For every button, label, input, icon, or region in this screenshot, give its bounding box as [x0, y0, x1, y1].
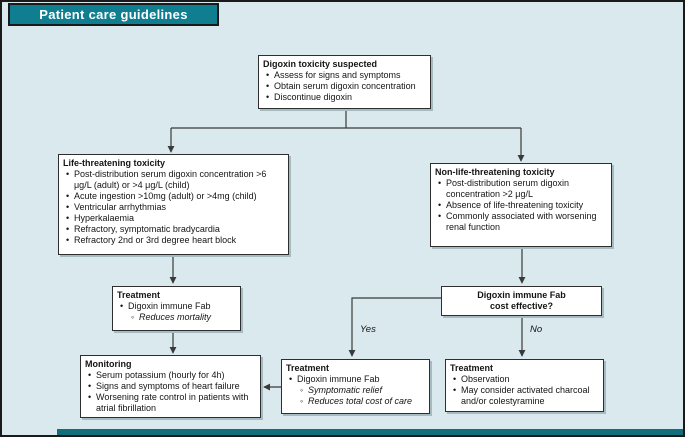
bullet-item: Refractory, symptomatic bradycardia: [66, 224, 284, 235]
node-title: Life-threatening toxicity: [63, 158, 166, 168]
node-bullet-list: Post-distribution serum digoxin concentr…: [63, 169, 284, 246]
bullet-item: Serum potassium (hourly for 4h): [88, 370, 256, 381]
bullet-item: Worsening rate control in patients with …: [88, 392, 256, 414]
branch-label-yes: Yes: [360, 324, 376, 335]
node-title: Treatment: [117, 290, 161, 300]
node-title: Treatment: [450, 363, 494, 373]
node-bullet-list: Serum potassium (hourly for 4h)Signs and…: [85, 370, 256, 414]
decision-line-2: cost effective?: [489, 301, 554, 311]
sub-bullet-item: Reduces total cost of care: [300, 396, 425, 407]
node-title: Treatment: [286, 363, 330, 373]
node-digoxin-toxicity-suspected: Digoxin toxicity suspected Assess for si…: [258, 55, 431, 109]
node-life-threatening-toxicity: Life-threatening toxicity Post-distribut…: [58, 154, 289, 255]
node-title: Monitoring: [85, 359, 132, 369]
bullet-item: Observation: [453, 374, 599, 385]
node-title: Non-life-threatening toxicity: [435, 167, 555, 177]
figure-header-band: Patient care guidelines: [8, 3, 219, 26]
bullet-item: Hyperkalaemia: [66, 213, 284, 224]
bullet-item: Assess for signs and symptoms: [266, 70, 426, 81]
bullet-item: Acute ingestion >10mg (adult) or >4mg (c…: [66, 191, 284, 202]
bullet-item: May consider activated charcoal and/or c…: [453, 385, 599, 407]
node-bullet-list: Assess for signs and symptomsObtain seru…: [263, 70, 426, 103]
bullet-item: Post-distribution serum digoxin concentr…: [66, 169, 284, 191]
figure-title: Patient care guidelines: [39, 7, 188, 22]
bullet-item: Refractory 2nd or 3rd degree heart block: [66, 235, 284, 246]
node-bullet-list: ObservationMay consider activated charco…: [450, 374, 599, 407]
bullet-item: Discontinue digoxin: [266, 92, 426, 103]
node-treatment-life-threatening: Treatment Digoxin immune FabReduces mort…: [112, 286, 241, 331]
figure-bottom-band: [57, 429, 683, 435]
branch-label-no: No: [530, 324, 543, 335]
sub-bullet-item: Reduces mortality: [131, 312, 236, 323]
bullet-item: Commonly associated with worsening renal…: [438, 211, 607, 233]
bullet-item: Absence of life-threatening toxicity: [438, 200, 607, 211]
bullet-item: Digoxin immune Fab: [289, 374, 425, 385]
bullet-item: Digoxin immune Fab: [120, 301, 236, 312]
node-bullet-list: Post-distribution serum digoxin concentr…: [435, 178, 607, 233]
node-non-life-threatening-toxicity: Non-life-threatening toxicity Post-distr…: [430, 163, 612, 247]
connector-yes-branch: [348, 297, 441, 357]
bullet-item: Obtain serum digoxin concentration: [266, 81, 426, 92]
bullet-item: Signs and symptoms of heart failure: [88, 381, 256, 392]
decision-line-1: Digoxin immune Fab: [477, 290, 566, 300]
bullet-item: Post-distribution serum digoxin concentr…: [438, 178, 607, 200]
node-treatment-no-branch: Treatment ObservationMay consider activa…: [445, 359, 604, 412]
node-monitoring: Monitoring Serum potassium (hourly for 4…: [80, 355, 261, 418]
node-title: Digoxin toxicity suspected: [263, 59, 378, 69]
bullet-item: Ventricular arrhythmias: [66, 202, 284, 213]
node-treatment-yes-branch: Treatment Digoxin immune FabSymptomatic …: [281, 359, 430, 414]
sub-bullet-item: Symptomatic relief: [300, 385, 425, 396]
node-decision-fab-cost-effective: Digoxin immune Fab cost effective?: [441, 286, 602, 316]
node-bullet-list: Digoxin immune FabSymptomatic reliefRedu…: [286, 374, 425, 407]
node-bullet-list: Digoxin immune FabReduces mortality: [117, 301, 236, 323]
